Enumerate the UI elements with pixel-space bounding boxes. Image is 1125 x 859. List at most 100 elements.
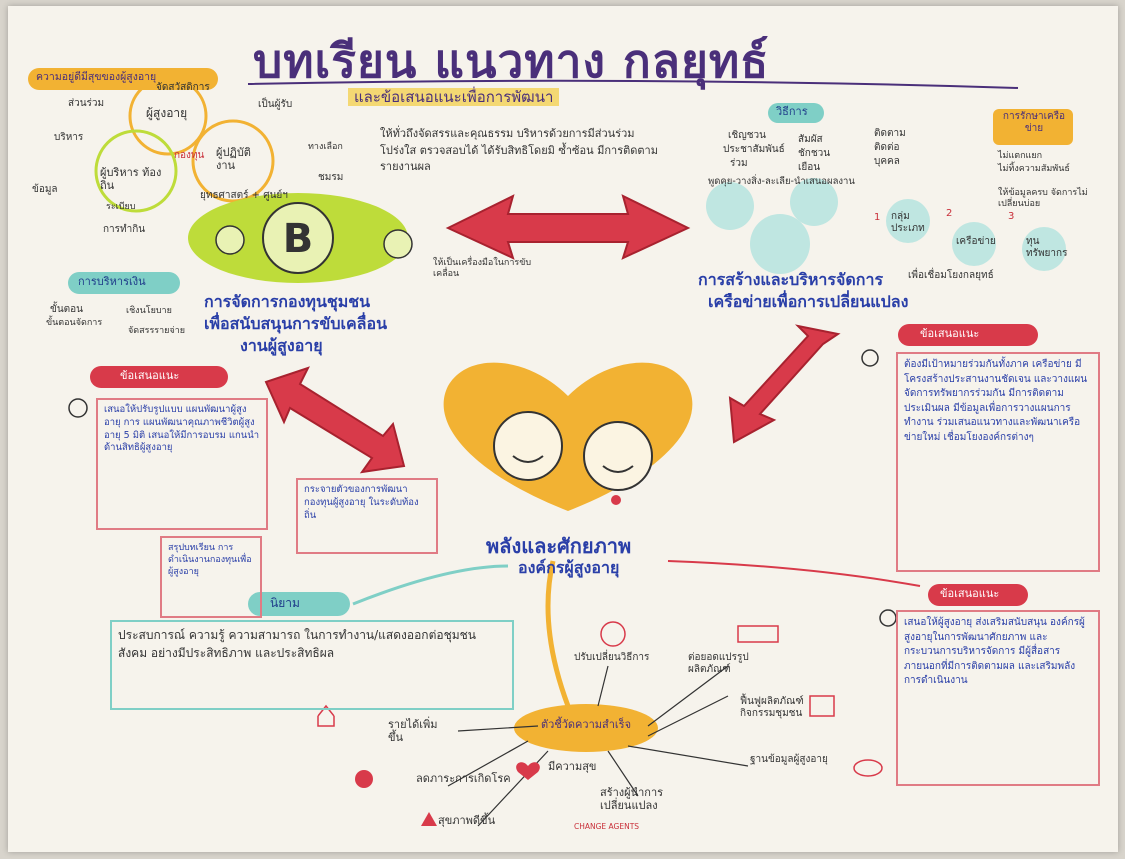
mid-box-1: กระจายตัวของการพัฒนา กองทุนผู้สูงอายุ ใน… bbox=[296, 478, 438, 554]
reco-right-box: ต้องมีเป้าหมายร่วมกันทั้งภาค เครือข่าย ม… bbox=[896, 352, 1100, 572]
venn-label-admin: ผู้บริหาร ท้องถิ่น bbox=[100, 166, 162, 193]
tag-network-keep-bg bbox=[993, 109, 1073, 145]
bubble-num-1: 1 bbox=[874, 212, 881, 223]
keep-item-1: ไม่แตกแยก bbox=[998, 151, 1043, 161]
elderly-man-face bbox=[493, 411, 563, 481]
fund-title-line3: งานผู้สูงอายุ bbox=[240, 336, 323, 355]
method-5: ชักชวน bbox=[798, 148, 831, 159]
venn-circle-admin bbox=[94, 129, 178, 213]
mid-box-2-text: สรุปบทเรียน การดำเนินงานกองทุนเพื่อผู้สู… bbox=[168, 543, 252, 578]
method-9: บุคคล bbox=[874, 156, 900, 167]
arrow-network-center bbox=[728, 324, 841, 444]
coin-icon-right bbox=[383, 229, 413, 259]
success-item-4: ฐานข้อมูลผู้สูงอายุ bbox=[750, 754, 828, 765]
bubble-num-2: 2 bbox=[946, 208, 953, 219]
center-title-line1: พลังและศักยภาพ bbox=[486, 534, 632, 558]
bubble-num-3: 3 bbox=[1008, 211, 1015, 222]
tag-definition: นิยาม bbox=[270, 596, 300, 610]
venn-circle-worker bbox=[191, 119, 275, 203]
mid-box-1-text: กระจายตัวของการพัฒนา กองทุนผู้สูงอายุ ใน… bbox=[304, 484, 419, 521]
success-item-2: ต่อยอดแปรรูปผลิตภัณฑ์ bbox=[688, 652, 749, 675]
tag-success: ตัวชี้วัดความสำเร็จ bbox=[540, 718, 632, 731]
change-agents-label: CHANGE AGENTS bbox=[574, 822, 640, 831]
tag-finance-bg bbox=[68, 272, 180, 294]
poster-subtitle: และข้อเสนอแนะเพื่อการพัฒนา bbox=[348, 88, 560, 106]
principle-text: ให้ทั่วถึงจัดสรรและคุณธรรม บริหารด้วยการ… bbox=[380, 127, 658, 173]
venn-center-fund: กองทุน bbox=[174, 150, 205, 161]
reco-right2-text: เสนอให้ผู้สูงอายุ ส่งเสริมสนับสนุน องค์ก… bbox=[904, 617, 1085, 686]
wellbeing-label-6: ระเบียบ bbox=[106, 202, 136, 212]
bubble-group: กลุ่มประเภท bbox=[891, 211, 925, 234]
method-8: ติดต่อ bbox=[874, 142, 900, 153]
tag-reco-right: ข้อเสนอแนะ bbox=[920, 327, 980, 340]
wellbeing-label-8: ชมรม bbox=[318, 172, 344, 183]
tag-success-bg bbox=[514, 704, 658, 752]
wellbeing-label-2: จัดสวัสดิการ bbox=[156, 82, 210, 93]
method-3: ร่วม bbox=[730, 158, 748, 169]
wellbeing-label-4: บริหาร bbox=[54, 132, 84, 143]
keep-item-3: ให้ข้อมูลครบ จัดการไม่เปลี่ยนบ่อย bbox=[998, 188, 1088, 209]
network-title-line1: การสร้างและบริหารจัดการ bbox=[698, 270, 884, 289]
fund-note-4: จัดสรรรายจ่าย bbox=[128, 326, 186, 336]
venn-label-worker: ผู้ปฏิบัติงาน bbox=[216, 146, 251, 173]
method-10: พูดคุย-วางสิ่ง-ละเลีย-นำเสนอผลงาน bbox=[708, 176, 855, 187]
reco-right2-box: เสนอให้ผู้สูงอายุ ส่งเสริมสนับสนุน องค์ก… bbox=[896, 610, 1100, 786]
tag-reco-right-bg bbox=[898, 324, 1038, 346]
poster-drawing: B bbox=[28, 68, 1073, 827]
title-underline bbox=[247, 79, 1019, 89]
keep-item-2: ไม่ทิ้งความสัมพันธ์ bbox=[998, 164, 1070, 174]
wellbeing-label-10: การทำกิน bbox=[103, 224, 146, 235]
wellbeing-label-9: ทางเลือก bbox=[308, 142, 343, 152]
people-icon-group bbox=[750, 214, 810, 274]
success-item-8: สร้างผู้นำการเปลี่ยนแปลง bbox=[600, 786, 664, 813]
svg-text:B: B bbox=[283, 216, 314, 262]
people-icon-1 bbox=[706, 182, 754, 230]
elderly-woman-face bbox=[583, 421, 653, 491]
reco-left-box: เสนอให้ปรับรูปแบบ แผนพัฒนาผู้สูงอายุ การ… bbox=[96, 398, 268, 530]
tag-wellbeing: ความอยู่ดีมีสุขของผู้สูงอายุ bbox=[36, 71, 157, 83]
success-item-1: ปรับเปลี่ยนวิธีการ bbox=[574, 652, 650, 663]
definition-box: ประสบการณ์ ความรู้ ความสามารถ ในการทำงาน… bbox=[110, 620, 514, 710]
success-item-6: มีความสุข bbox=[548, 760, 597, 773]
tag-network-keep: การรักษาเครือข่าย bbox=[1002, 111, 1066, 134]
people-icon-2 bbox=[790, 178, 838, 226]
tag-reco-right2-bg bbox=[928, 584, 1028, 606]
tag-reco-left-bg bbox=[90, 366, 228, 388]
reco-right-text: ต้องมีเป้าหมายร่วมกันทั้งภาค เครือข่าย ม… bbox=[904, 359, 1088, 443]
fund-note-2: ขั้นตอนจัดการ bbox=[46, 318, 103, 328]
venn-label-elderly: ผู้สูงอายุ bbox=[146, 106, 188, 120]
method-6: เยือน bbox=[798, 162, 821, 173]
center-title-line2: องค์กรผู้สูงอายุ bbox=[518, 558, 620, 577]
bitcoin-icon bbox=[262, 202, 334, 274]
reco-left-text: เสนอให้ปรับรูปแบบ แผนพัฒนาผู้สูงอายุ การ… bbox=[104, 404, 260, 454]
wellbeing-label-5: ข้อมูล bbox=[32, 184, 58, 195]
success-item-3: ฟื้นฟูผลิตภัณฑ์กิจกรรมชุมชน bbox=[740, 696, 804, 719]
wellbeing-label-1: ส่วนร่วม bbox=[68, 98, 105, 109]
tag-finance: การบริหารเงิน bbox=[78, 275, 146, 288]
fund-title-line2: เพื่อสนับสนุนการขับเคลื่อน bbox=[204, 314, 388, 333]
success-item-5: รายได้เพิ่มขึ้น bbox=[388, 718, 438, 745]
bubble-note: เพื่อเชื่อมโยงกลยุทธ์ bbox=[908, 270, 994, 281]
poster-sheet: B bbox=[8, 6, 1118, 852]
tag-wellbeing-bg bbox=[28, 68, 218, 90]
success-item-7: ลดภาระการเกิดโรค bbox=[416, 772, 511, 785]
method-2: ประชาสัมพันธ์ bbox=[723, 144, 785, 155]
tag-method: วิธีการ bbox=[776, 105, 808, 118]
poster-title: บทเรียน แนวทาง กลยุทธ์ bbox=[253, 34, 770, 88]
fund-note-1: ขั้นตอน bbox=[50, 304, 84, 315]
method-1: เชิญชวน bbox=[728, 130, 766, 141]
wellbeing-label-7: ยุทธศาสตร์ + ศูนย์ฯ bbox=[200, 190, 288, 201]
fund-title-line1: การจัดการกองทุนชุมชน bbox=[204, 292, 371, 311]
tag-reco-right2: ข้อเสนอแนะ bbox=[940, 587, 1000, 600]
network-title-line2: เครือข่ายเพื่อการเปลี่ยนแปลง bbox=[708, 292, 909, 311]
tag-reco-left: ข้อเสนอแนะ bbox=[120, 369, 180, 382]
bitcoin-note: ให้เป็นเครื่องมือในการขับเคลื่อน bbox=[433, 258, 532, 279]
center-to-success-line bbox=[545, 560, 571, 707]
bubble-capital: ทุน ทรัพยากร bbox=[1026, 236, 1068, 259]
mid-box-2: สรุปบทเรียน การดำเนินงานกองทุนเพื่อผู้สู… bbox=[160, 536, 262, 618]
tag-definition-bg bbox=[248, 592, 350, 616]
wellbeing-label-3: เป็นผู้รับ bbox=[258, 99, 293, 110]
tag-method-bg bbox=[768, 103, 824, 123]
bubble-network: เครือข่าย bbox=[956, 236, 996, 247]
coin-icon-left bbox=[215, 225, 245, 255]
